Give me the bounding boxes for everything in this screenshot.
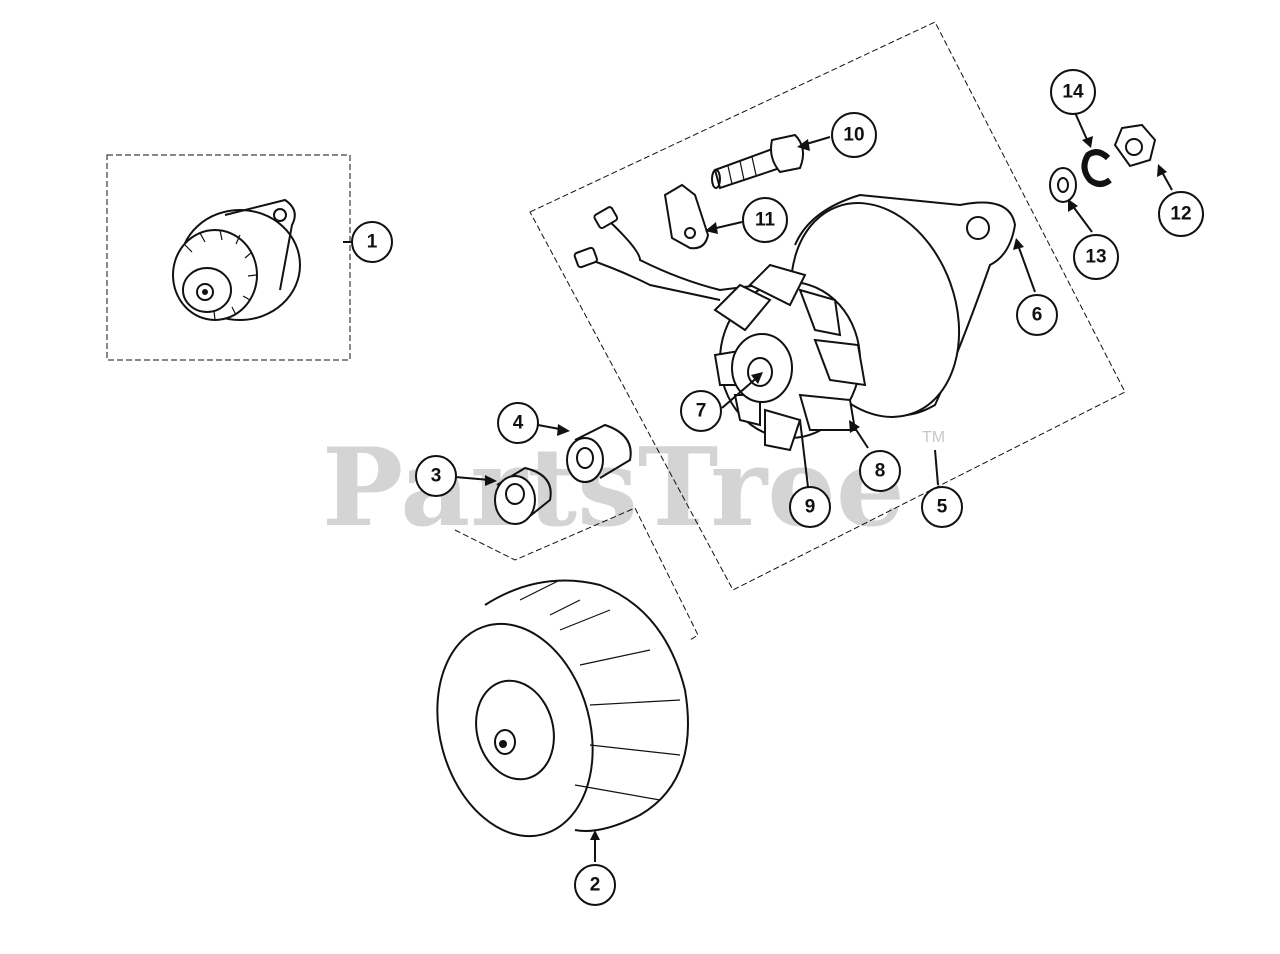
callout-7[interactable]: 7 [680,390,722,432]
callout-11-label: 11 [755,210,776,231]
watermark-trademark: TM [922,429,945,446]
part-12-nut[interactable] [1113,123,1157,168]
callout-5[interactable]: 5 [921,486,963,528]
part-13-washer[interactable] [1049,167,1077,203]
callouts: 1 2 3 4 5 6 7 8 [351,69,1204,906]
watermark: PartsTree TM [322,425,945,551]
callout-14-label: 14 [1062,82,1084,103]
callout-14[interactable]: 14 [1050,69,1096,115]
callout-7-label: 7 [696,401,707,422]
callout-4-label: 4 [513,413,524,434]
callout-9-label: 9 [805,497,816,518]
part-11-bracket[interactable] [663,183,710,250]
callout-4[interactable]: 4 [497,402,539,444]
callout-6[interactable]: 6 [1016,294,1058,336]
part-1-alternator-assembly[interactable] [106,154,351,361]
callout-1[interactable]: 1 [351,221,393,263]
part-2-rotor[interactable] [415,579,689,854]
callout-5-label: 5 [937,497,948,518]
leader-lines [343,107,1173,862]
callout-13-label: 13 [1085,247,1106,268]
rotor-group-outline [454,507,699,641]
callout-10-label: 10 [843,125,864,146]
part-10-bolt[interactable] [711,133,805,190]
callout-3[interactable]: 3 [415,455,457,497]
callout-12[interactable]: 12 [1158,191,1204,237]
callout-6-label: 6 [1032,305,1043,326]
callout-2-label: 2 [590,875,601,896]
part-5-stator-group-outline [529,21,1126,591]
callout-12-label: 12 [1170,204,1191,225]
callout-2[interactable]: 2 [574,864,616,906]
callout-8[interactable]: 8 [859,450,901,492]
callout-13[interactable]: 13 [1073,234,1119,280]
part-3-bushing[interactable] [494,466,552,525]
callout-10[interactable]: 10 [831,112,877,158]
part-4-bushing[interactable] [566,423,632,483]
callout-8-label: 8 [875,461,886,482]
callout-3-label: 3 [431,466,442,487]
part-7-9-stator[interactable] [573,206,867,452]
part-14-lock-washer[interactable] [1081,149,1112,187]
callout-9[interactable]: 9 [789,486,831,528]
callout-11[interactable]: 11 [742,197,788,243]
callout-1-label: 1 [367,232,378,253]
